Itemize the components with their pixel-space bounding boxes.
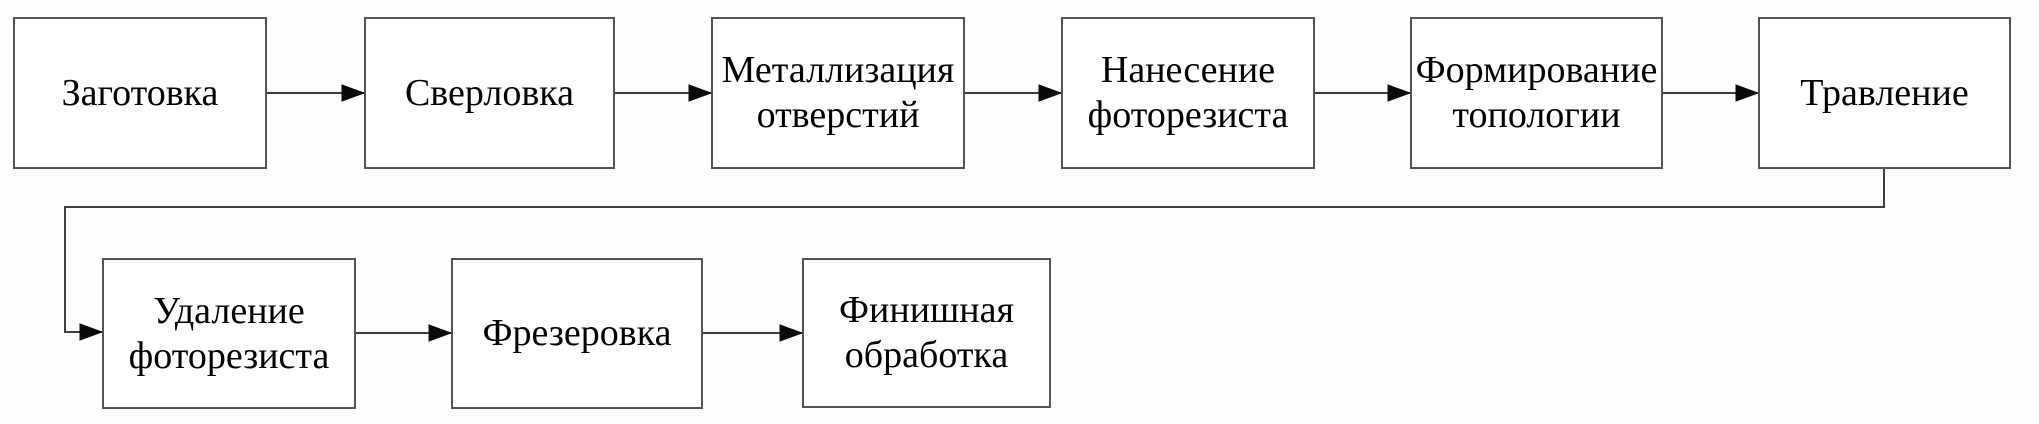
flow-node-label: Металлизация отверстий — [721, 49, 955, 136]
flow-node-finishnaya-obrabotka: Финишная обработка — [802, 258, 1051, 408]
flow-node-travlenie: Травление — [1758, 17, 2011, 169]
flow-node-label: Формирование топологии — [1415, 49, 1658, 136]
flow-node-label: Удаление фоторезиста — [128, 289, 330, 377]
flow-node-label: Травление — [1800, 71, 1969, 114]
flow-node-label: Сверловка — [404, 71, 575, 114]
flow-node-nanesenie-fotorezista: Нанесение фоторезиста — [1061, 17, 1315, 169]
flow-node-metallizacia-otverstiy: Металлизация отверстий — [711, 17, 965, 169]
flow-node-formirovanie-topologii: Формирование топологии — [1410, 17, 1663, 169]
flow-node-frezerovka: Фрезеровка — [451, 258, 703, 409]
connector-travlenie-udalenie-elbow — [64, 169, 1885, 332]
flow-node-label: Заготовка — [61, 71, 219, 114]
flow-node-udalenie-fotorezista: Удаление фоторезиста — [102, 258, 356, 409]
flow-node-label: Фрезеровка — [482, 312, 672, 355]
flow-node-label: Финишная обработка — [839, 289, 1014, 376]
flow-node-zagotovka: Заготовка — [13, 17, 267, 169]
flow-node-label: Нанесение фоторезиста — [1087, 49, 1289, 136]
flow-node-sverlovka: Сверловка — [364, 17, 615, 169]
